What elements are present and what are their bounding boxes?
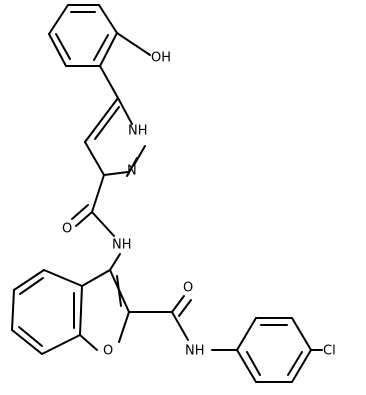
bond [91, 174, 105, 213]
bond [48, 33, 67, 67]
bond [117, 97, 133, 125]
bonds [11, 4, 323, 383]
amide2-oxygen-label: O [183, 281, 193, 296]
bond [79, 334, 98, 351]
bond [11, 329, 43, 355]
pyrazole-n-label: N [127, 164, 137, 179]
bond [48, 4, 69, 35]
bond [99, 65, 119, 99]
amide1-nh-label: NH [112, 238, 132, 253]
bond [116, 32, 151, 56]
amide1-oxygen-label: O [62, 222, 72, 237]
bond [98, 4, 118, 34]
bond [287, 351, 303, 376]
bond [84, 141, 105, 176]
bond [75, 211, 93, 227]
bond [291, 349, 312, 383]
bond [19, 277, 44, 295]
bond [178, 299, 192, 317]
bond [99, 32, 118, 67]
bond [103, 171, 129, 176]
bond [91, 211, 115, 237]
amide2-nh-label: NH [185, 344, 205, 359]
bond [236, 349, 257, 383]
bond [84, 97, 119, 143]
bond [171, 311, 189, 341]
bond [118, 311, 130, 343]
bond [171, 295, 185, 313]
bond [79, 285, 83, 336]
bond [55, 33, 71, 60]
atom-labels: OH NH N O NH O O NH Cl [62, 51, 336, 359]
furan-oxygen-label: O [103, 344, 113, 359]
bond [116, 275, 122, 307]
chlorine-label: Cl [323, 344, 336, 359]
bond [13, 269, 45, 291]
bond [81, 269, 111, 287]
bond [126, 157, 138, 177]
bond [11, 289, 15, 331]
bond [291, 317, 312, 351]
hydroxyl-label: OH [151, 51, 171, 66]
bond [246, 351, 261, 376]
bond [94, 106, 120, 140]
pyrazole-nh-label: NH [128, 124, 148, 139]
bond [71, 204, 89, 220]
bond [41, 334, 81, 355]
bond [236, 317, 257, 351]
bond [109, 253, 121, 271]
bond [18, 326, 43, 347]
bond [93, 34, 109, 61]
bond [43, 269, 83, 287]
